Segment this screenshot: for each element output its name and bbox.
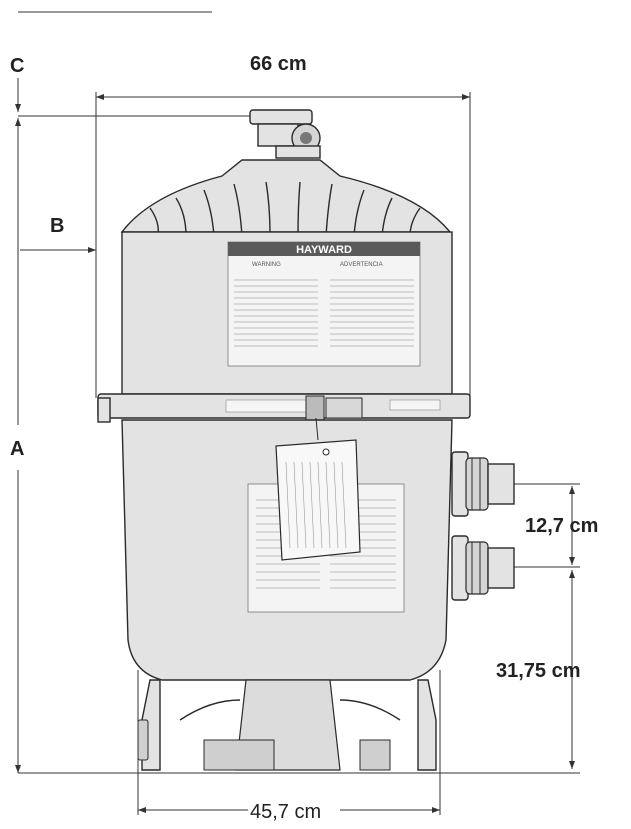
dim-b-label: B [50, 215, 64, 237]
dim-a-label: A [10, 438, 24, 460]
upper-warning-label: HAYWARD WARNING ADVERTENCIA [227, 241, 421, 367]
tank-lid [120, 159, 452, 237]
hang-tag [275, 417, 361, 561]
dim-width-arrow-left [96, 94, 104, 100]
dim-width-label: 66 cm [250, 53, 307, 75]
warning-en-label: WARNING [252, 262, 281, 268]
dim-base-label-bg [248, 800, 340, 822]
upper-port [451, 451, 515, 517]
dim-port-height-arrow-top [569, 570, 575, 578]
lower-port [451, 535, 515, 601]
dim-c-label: C [10, 55, 24, 77]
dim-port-spacing-arrow-bottom [569, 557, 575, 565]
warning-es-label: ADVERTENCIA [340, 262, 383, 268]
brand-label: HAYWARD [296, 244, 352, 256]
dim-port-spacing-arrow-top [569, 486, 575, 494]
dim-c-arrow [15, 104, 21, 112]
dim-base-label: 45,7 cm [250, 801, 321, 823]
clamp-band [97, 393, 471, 423]
tank-base [137, 679, 437, 771]
dim-a-arrow-bottom [15, 765, 21, 773]
dim-b-arrow [88, 247, 96, 253]
dim-port-height-arrow-bottom [569, 761, 575, 769]
brand-banner [228, 242, 420, 256]
dim-port-height-label: 31,75 cm [496, 660, 581, 682]
dim-base-arrow-right [432, 807, 440, 813]
dim-width-arrow-right [462, 94, 470, 100]
dim-base-arrow-left [138, 807, 146, 813]
dim-port-spacing-label: 12,7 cm [525, 515, 598, 537]
top-valve [249, 109, 321, 159]
dim-a-arrow-top [15, 118, 21, 126]
